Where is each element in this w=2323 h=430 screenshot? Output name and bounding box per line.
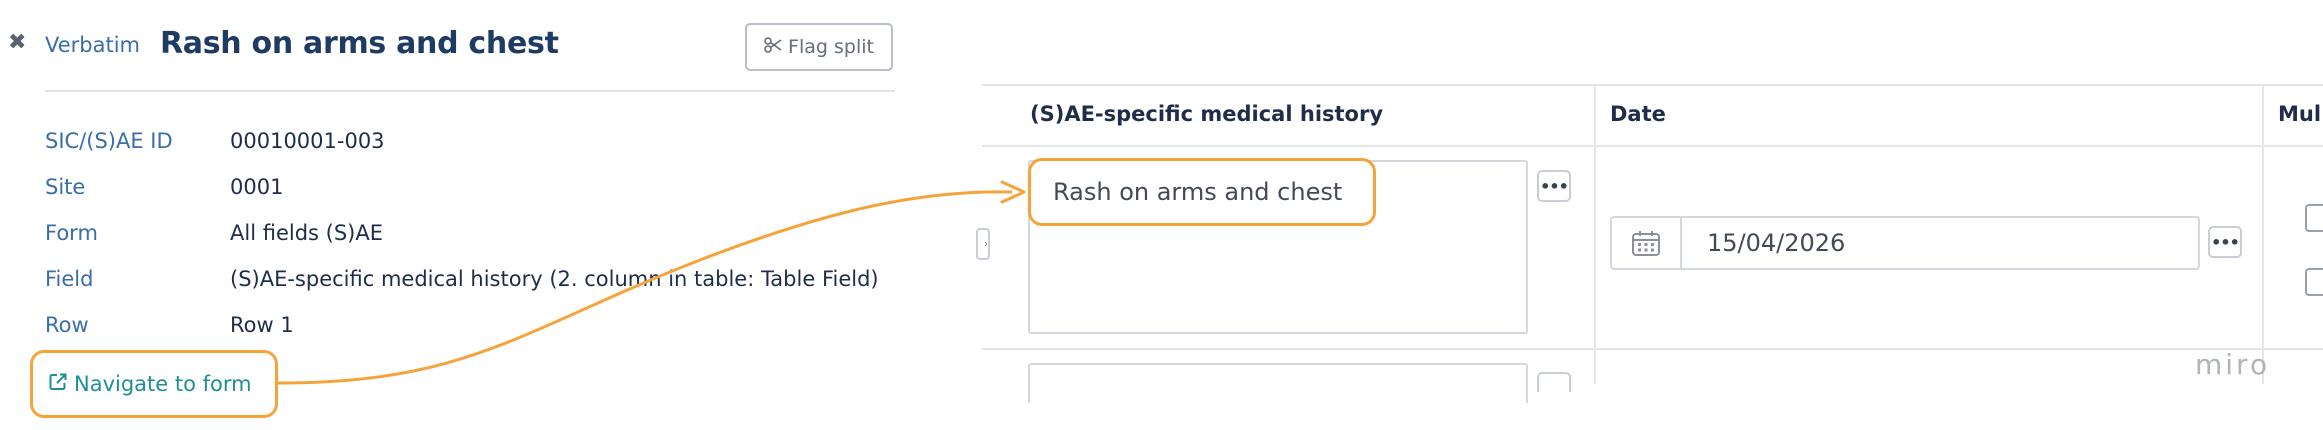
header-divider <box>45 90 895 92</box>
info-value: All fields (S)AE <box>230 221 383 245</box>
info-value: (S)AE-specific medical history (2. colum… <box>230 267 879 291</box>
table-row-border <box>982 348 2323 350</box>
history-textarea-row2[interactable] <box>1028 363 1528 403</box>
column-header-history: (S)AE-specific medical history <box>1030 102 1384 126</box>
column-header-date: Date <box>1610 102 1666 126</box>
verbatim-title: Rash on arms and chest <box>160 26 559 61</box>
info-key: Form <box>45 221 98 245</box>
info-key: Site <box>45 175 86 199</box>
info-key: Field <box>45 267 94 291</box>
info-value: 00010001-003 <box>230 129 385 153</box>
info-key: SIC/(S)AE ID <box>45 129 173 153</box>
scissors-icon <box>764 36 782 58</box>
more-dots-icon[interactable] <box>1537 372 1571 392</box>
column-header-multi: Mul <box>2278 102 2322 126</box>
column-divider <box>2262 84 2264 384</box>
history-value-highlight: Rash on arms and chest <box>1028 158 1376 226</box>
table-top-border <box>982 84 2323 86</box>
date-input[interactable]: 15/04/2026 <box>1610 216 2200 270</box>
miro-watermark: miro <box>2195 348 2271 381</box>
info-value: 0001 <box>230 175 284 199</box>
multi-checkbox[interactable] <box>2305 268 2323 296</box>
navigate-to-form-link[interactable]: Navigate to form <box>30 350 278 418</box>
external-link-icon <box>48 372 68 397</box>
multi-checkbox[interactable] <box>2305 204 2323 232</box>
info-value: Row 1 <box>230 313 294 337</box>
more-dots-icon[interactable]: ••• <box>1537 170 1571 202</box>
verbatim-label: Verbatim <box>45 33 141 57</box>
column-divider <box>1594 84 1596 384</box>
navigate-label: Navigate to form <box>74 372 252 396</box>
info-key: Row <box>45 313 89 337</box>
close-icon[interactable]: ✖ <box>8 30 27 55</box>
history-value: Rash on arms and chest <box>1053 178 1343 206</box>
more-dots-icon[interactable]: ••• <box>2208 226 2242 258</box>
flag-split-label: Flag split <box>788 36 874 58</box>
date-value: 15/04/2026 <box>1707 229 1846 257</box>
calendar-icon[interactable] <box>1612 218 1682 268</box>
table-header-border <box>982 145 2323 147</box>
row-handle[interactable]: › <box>976 228 990 260</box>
flag-split-button[interactable]: Flag split <box>745 23 893 71</box>
